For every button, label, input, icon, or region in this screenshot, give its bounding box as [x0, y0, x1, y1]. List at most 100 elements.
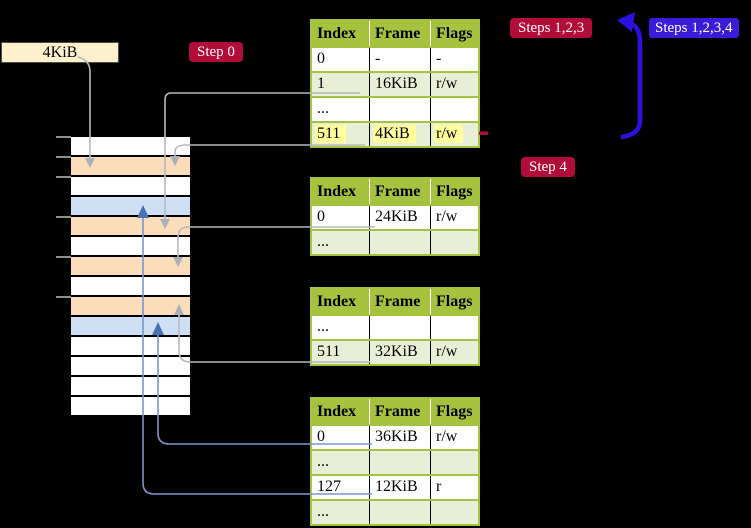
cell-text: r/w — [436, 343, 458, 360]
memory-row-orange — [71, 217, 190, 235]
table-cell: 32KiB — [369, 341, 430, 364]
table-cell: r/w — [430, 426, 478, 449]
cell-text: 1 — [317, 75, 325, 92]
memory-row-white — [71, 337, 190, 355]
column-header: Frame — [369, 399, 430, 424]
address-tick — [56, 296, 71, 298]
table-cell: 24KiB — [369, 206, 430, 229]
table-row: ... — [312, 96, 478, 121]
table-cell — [369, 98, 430, 121]
table-cell: ... — [312, 231, 369, 254]
cell-text: ... — [317, 233, 329, 250]
big-steps-arrow — [620, 20, 643, 140]
table-cell: 511 — [312, 341, 369, 364]
cell-text: ... — [317, 453, 329, 470]
table-cell: 1 — [312, 73, 369, 96]
table-cell: 0 — [312, 48, 369, 71]
cell-text: 0 — [317, 428, 325, 445]
address-tick — [56, 256, 71, 258]
address-tick — [56, 136, 71, 138]
column-header: Flags — [430, 21, 478, 46]
cell-text: 32KiB — [375, 343, 418, 360]
cell-text: 16KiB — [375, 75, 418, 92]
cell-text: r/w — [436, 75, 458, 92]
address-tick — [56, 156, 71, 158]
table-cell — [369, 451, 430, 474]
table-cell — [369, 231, 430, 254]
table-cell — [430, 501, 478, 524]
column-header: Flags — [430, 179, 478, 204]
column-header: Frame — [369, 179, 430, 204]
step0-label: Step 0 — [189, 42, 243, 62]
highlighted-cell-text: r/w — [434, 125, 464, 143]
table-row: ... — [312, 449, 478, 474]
table-cell: r/w — [430, 341, 478, 364]
table-cell — [369, 501, 430, 524]
column-header: Index — [317, 293, 357, 310]
column-header: Flags — [430, 289, 478, 314]
table-row: 0 24KiB r/w — [312, 204, 478, 229]
table-cell: r/w — [430, 206, 478, 229]
table-cell: r — [430, 476, 478, 499]
cell-text: 24KiB — [375, 208, 418, 225]
table-cell: 511 — [312, 123, 369, 146]
memory-row-white — [71, 357, 190, 375]
column-header: Index — [317, 25, 357, 42]
cell-text: 511 — [317, 343, 341, 360]
cell-text: 127 — [317, 478, 341, 495]
table-cell: 0 — [312, 206, 369, 229]
table-cell — [430, 98, 478, 121]
memory-row-white — [71, 397, 190, 415]
steps1234-label: Steps 1,2,3,4 — [649, 18, 739, 38]
frame-size-label: 4KiB — [42, 44, 78, 61]
cell-text: r — [436, 478, 442, 495]
table-row: ... — [312, 229, 478, 254]
table-cell: ... — [312, 98, 369, 121]
table-row: 1 16KiB r/w — [312, 71, 478, 96]
table-cell: 12KiB — [369, 476, 430, 499]
column-header: Index — [317, 183, 357, 200]
memory-row-orange — [71, 257, 190, 275]
table-cell: 16KiB — [369, 73, 430, 96]
memory-row-orange — [71, 297, 190, 315]
table-cell: - — [430, 48, 478, 71]
column-header: Index — [317, 403, 357, 420]
cell-text: r/w — [436, 208, 458, 225]
table-cell: ... — [312, 316, 369, 339]
memory-row-blue — [71, 317, 190, 335]
table-cell: 0 — [312, 426, 369, 449]
table-row: 127 12KiB r — [312, 474, 478, 499]
table-cell: 36KiB — [369, 426, 430, 449]
cell-text: ... — [317, 318, 329, 335]
table-cell: ... — [312, 501, 369, 524]
memory-row-blue — [71, 197, 190, 215]
memory-row-orange — [71, 157, 190, 175]
column-header: Frame — [369, 289, 430, 314]
cell-text: - — [436, 50, 442, 67]
table-cell: - — [369, 48, 430, 71]
cell-text: ... — [317, 100, 329, 117]
table-cell: r/w — [430, 73, 478, 96]
table-row: 0 -- — [312, 46, 478, 71]
table-row: ... — [312, 499, 478, 524]
highlighted-cell-text: 4KiB — [373, 125, 416, 143]
address-tick — [56, 216, 71, 218]
steps123-label: Steps 1,2,3 — [510, 18, 593, 38]
table-row: 511 32KiB r/w — [312, 339, 478, 364]
big-steps-arrowhead — [617, 12, 635, 32]
step4-label: Step 4 — [521, 157, 575, 177]
cell-text: 0 — [317, 208, 325, 225]
cell-text: 0 — [317, 50, 325, 67]
memory-row-white — [71, 377, 190, 395]
table-cell — [430, 316, 478, 339]
